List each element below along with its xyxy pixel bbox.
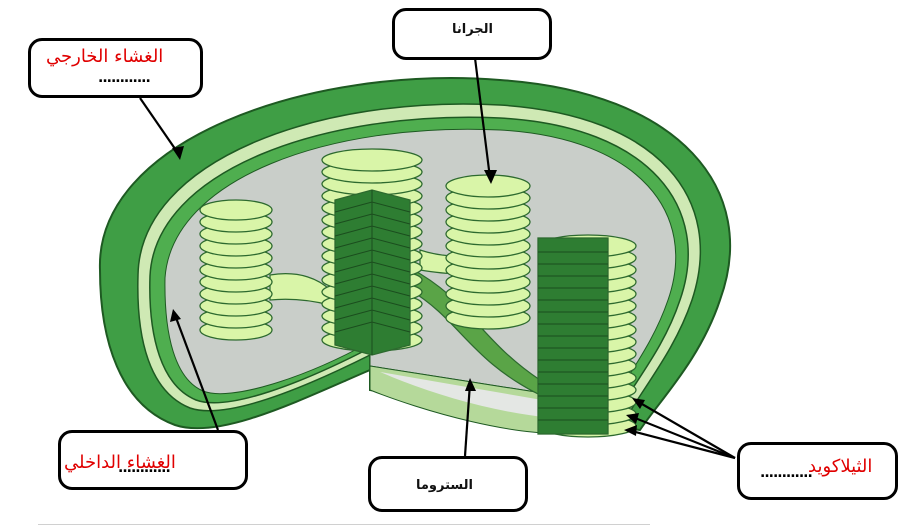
label-thylakoid: الثيلاكويد <box>808 456 873 477</box>
pointer-lines <box>139 57 736 460</box>
label-box-thylakoid <box>737 442 898 500</box>
granum-left <box>199 199 273 341</box>
label-thylakoid-dots: ............ <box>760 465 813 481</box>
label-box-outer-membrane <box>28 38 203 98</box>
label-granum: الجرانا <box>452 22 494 37</box>
label-stroma: الستروما <box>416 478 473 493</box>
granum-center <box>321 148 423 356</box>
label-box-stroma <box>368 456 528 512</box>
label-inner-dots: ............ <box>118 460 171 476</box>
label-outer-dots: ............ <box>98 70 151 86</box>
granum-right <box>445 174 531 330</box>
label-inner-membrane: الغشاء الداخلي <box>64 452 176 473</box>
label-outer-membrane: الغشاء الخارجي <box>46 46 164 67</box>
footer-divider <box>38 524 650 525</box>
label-box-granum <box>392 8 552 60</box>
granum-cut-right <box>537 234 637 438</box>
label-box-inner-membrane <box>58 430 248 490</box>
